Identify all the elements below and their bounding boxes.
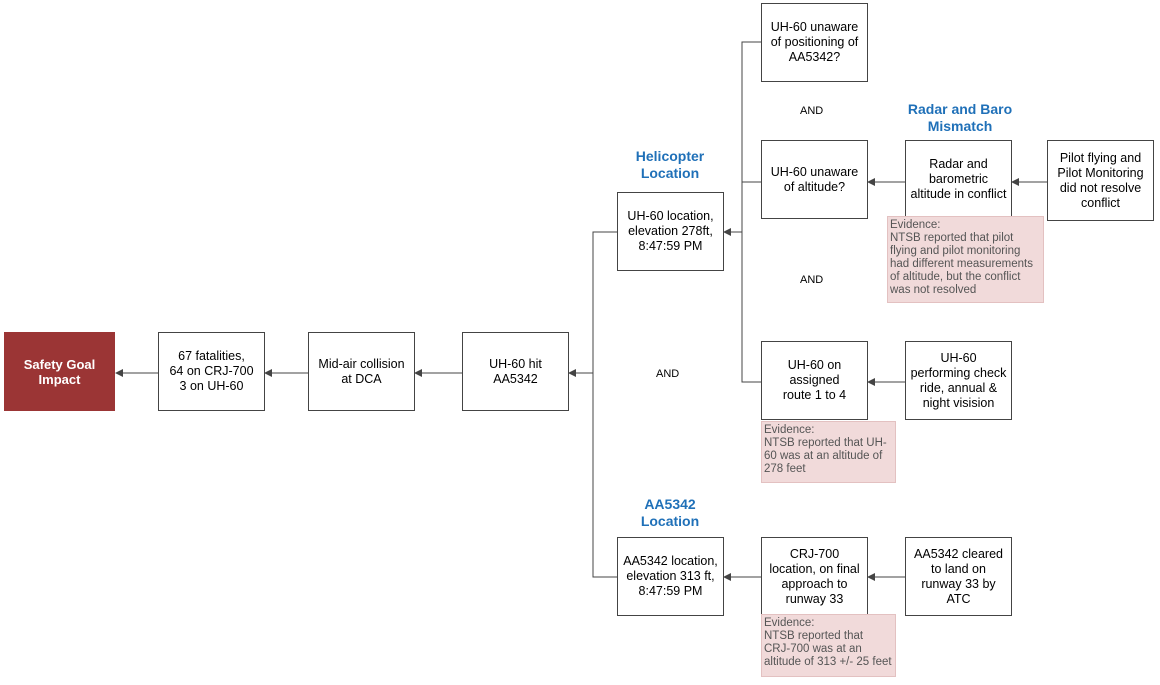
heading-radar-baro-mismatch: Radar and Baro Mismatch	[907, 101, 1013, 134]
safety-goal-node: Safety Goal Impact	[4, 332, 115, 411]
check-ride-node: UH-60 performing check ride, annual & ni…	[905, 341, 1012, 420]
gate-and-main: AND	[656, 368, 680, 380]
pilot-conflict-node: Pilot flying and Pilot Monitoring did no…	[1047, 140, 1154, 221]
gate-and-middle: AND	[800, 274, 824, 286]
radar-baro-conflict-node: Radar and barometric altitude in conflic…	[905, 140, 1012, 219]
uh60-location-node: UH-60 location, elevation 278ft, 8:47:59…	[617, 192, 724, 271]
fatalities-node: 67 fatalities, 64 on CRJ-700 3 on UH-60	[158, 332, 265, 411]
assigned-route-node: UH-60 on assigned route 1 to 4	[761, 341, 868, 420]
uh60-hit-node: UH-60 hit AA5342	[462, 332, 569, 411]
evidence-radar-conflict: Evidence: NTSB reported that pilot flyin…	[887, 216, 1044, 303]
bracket-helicopter-and	[741, 41, 761, 383]
cleared-to-land-node: AA5342 cleared to land on runway 33 by A…	[905, 537, 1012, 616]
bracket-main-and	[592, 231, 617, 578]
aa5342-location-node: AA5342 location, elevation 313 ft, 8:47:…	[617, 537, 724, 616]
evidence-uh60-altitude: Evidence: NTSB reported that UH- 60 was …	[761, 421, 896, 483]
gate-and-upper: AND	[800, 105, 824, 117]
unaware-altitude-node: UH-60 unaware of altitude?	[761, 140, 868, 219]
heading-aa5342-location: AA5342 Location	[640, 496, 700, 529]
crj-final-approach-node: CRJ-700 location, on final approach to r…	[761, 537, 868, 616]
heading-helicopter-location: Helicopter Location	[635, 148, 705, 181]
unaware-positioning-node: UH-60 unaware of positioning of AA5342?	[761, 3, 868, 82]
evidence-crj-altitude: Evidence: NTSB reported that CRJ-700 was…	[761, 614, 896, 677]
midair-collision-node: Mid-air collision at DCA	[308, 332, 415, 411]
